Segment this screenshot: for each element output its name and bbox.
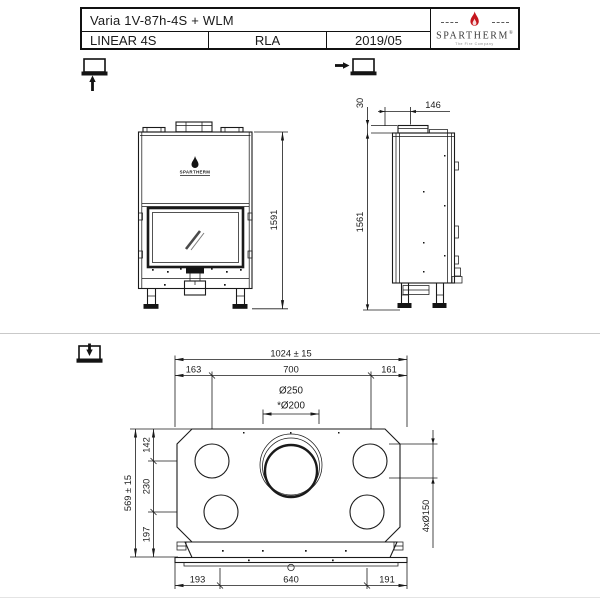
top-rivets [222,432,347,562]
air-port-top-right [352,443,388,479]
title-block-row2: LINEAR 4S RLA 2019/05 [82,32,430,48]
dim-port-spacing: 700 [283,365,299,375]
dim-air-ports: 4xØ150 [421,500,431,533]
air-port-top-left [194,443,230,479]
dim-bottom-right: 191 [379,575,395,585]
logo-dash-left [440,22,458,24]
dim-depth-bottom: 197 [142,527,152,543]
dim-overall-depth: 569 ± 15 [123,475,133,511]
side-view-drawing: 30 146 1561 [355,98,463,311]
brand-name-text: SPARTHERM [436,30,510,42]
dim-right-offset: 161 [381,365,397,375]
dim-overall-width: 1024 ± 15 [270,349,311,359]
side-rivets [423,155,446,273]
flame-icon [435,11,515,28]
brand-tagline: The Fire Company [455,41,494,46]
revision-date: 2019/05 [355,32,402,48]
registered-mark: ® [509,31,513,37]
dim-collar-depth: 146 [425,100,441,110]
brand-logo: SPARTHERM® The Fire Company [430,9,518,48]
series-name: LINEAR 4S [82,32,209,48]
title-block-text: Varia 1V-87h-4S + WLM LINEAR 4S RLA 2019… [82,9,430,48]
front-view-icon [81,58,108,91]
dim-collar-height: 30 [355,98,365,108]
dim-flue-diameter: Ø250 [279,386,304,397]
dim-depth-top: 142 [142,437,152,453]
brand-name: SPARTHERM® [436,29,513,41]
dim-depth-mid: 230 [142,479,152,495]
air-port-bottom-right [349,494,385,530]
flue-adapter-ring [263,443,319,499]
base-rivets [152,268,242,286]
glass-shine [184,230,202,250]
type-code: RLA [209,32,327,48]
front-logo-text: SPARTHERM [180,170,211,175]
model-name: Varia 1V-87h-4S + WLM [82,9,430,32]
front-logo-mark: SPARTHERM [180,156,211,176]
dim-side-height: 1561 [355,212,365,233]
flame-icon-glyph [470,11,479,27]
side-view-icon [335,58,377,76]
logo-dash-right [491,22,509,24]
dim-flue-adapter: *Ø200 [277,401,305,412]
top-view-icon [76,343,103,363]
front-view-drawing: SPARTHERM [137,121,288,310]
top-view-drawing: 1024 ± 15 163 700 161 Ø250 *Ø200 569 ± 1… [123,349,438,589]
dim-bottom-center: 640 [283,575,299,585]
glass-frame [146,206,245,269]
air-port-bottom-left [203,494,239,530]
dim-bottom-left: 193 [190,575,206,585]
dim-left-offset: 163 [186,365,202,375]
dim-front-height: 1591 [269,210,279,231]
title-block: Varia 1V-87h-4S + WLM LINEAR 4S RLA 2019… [80,7,520,50]
